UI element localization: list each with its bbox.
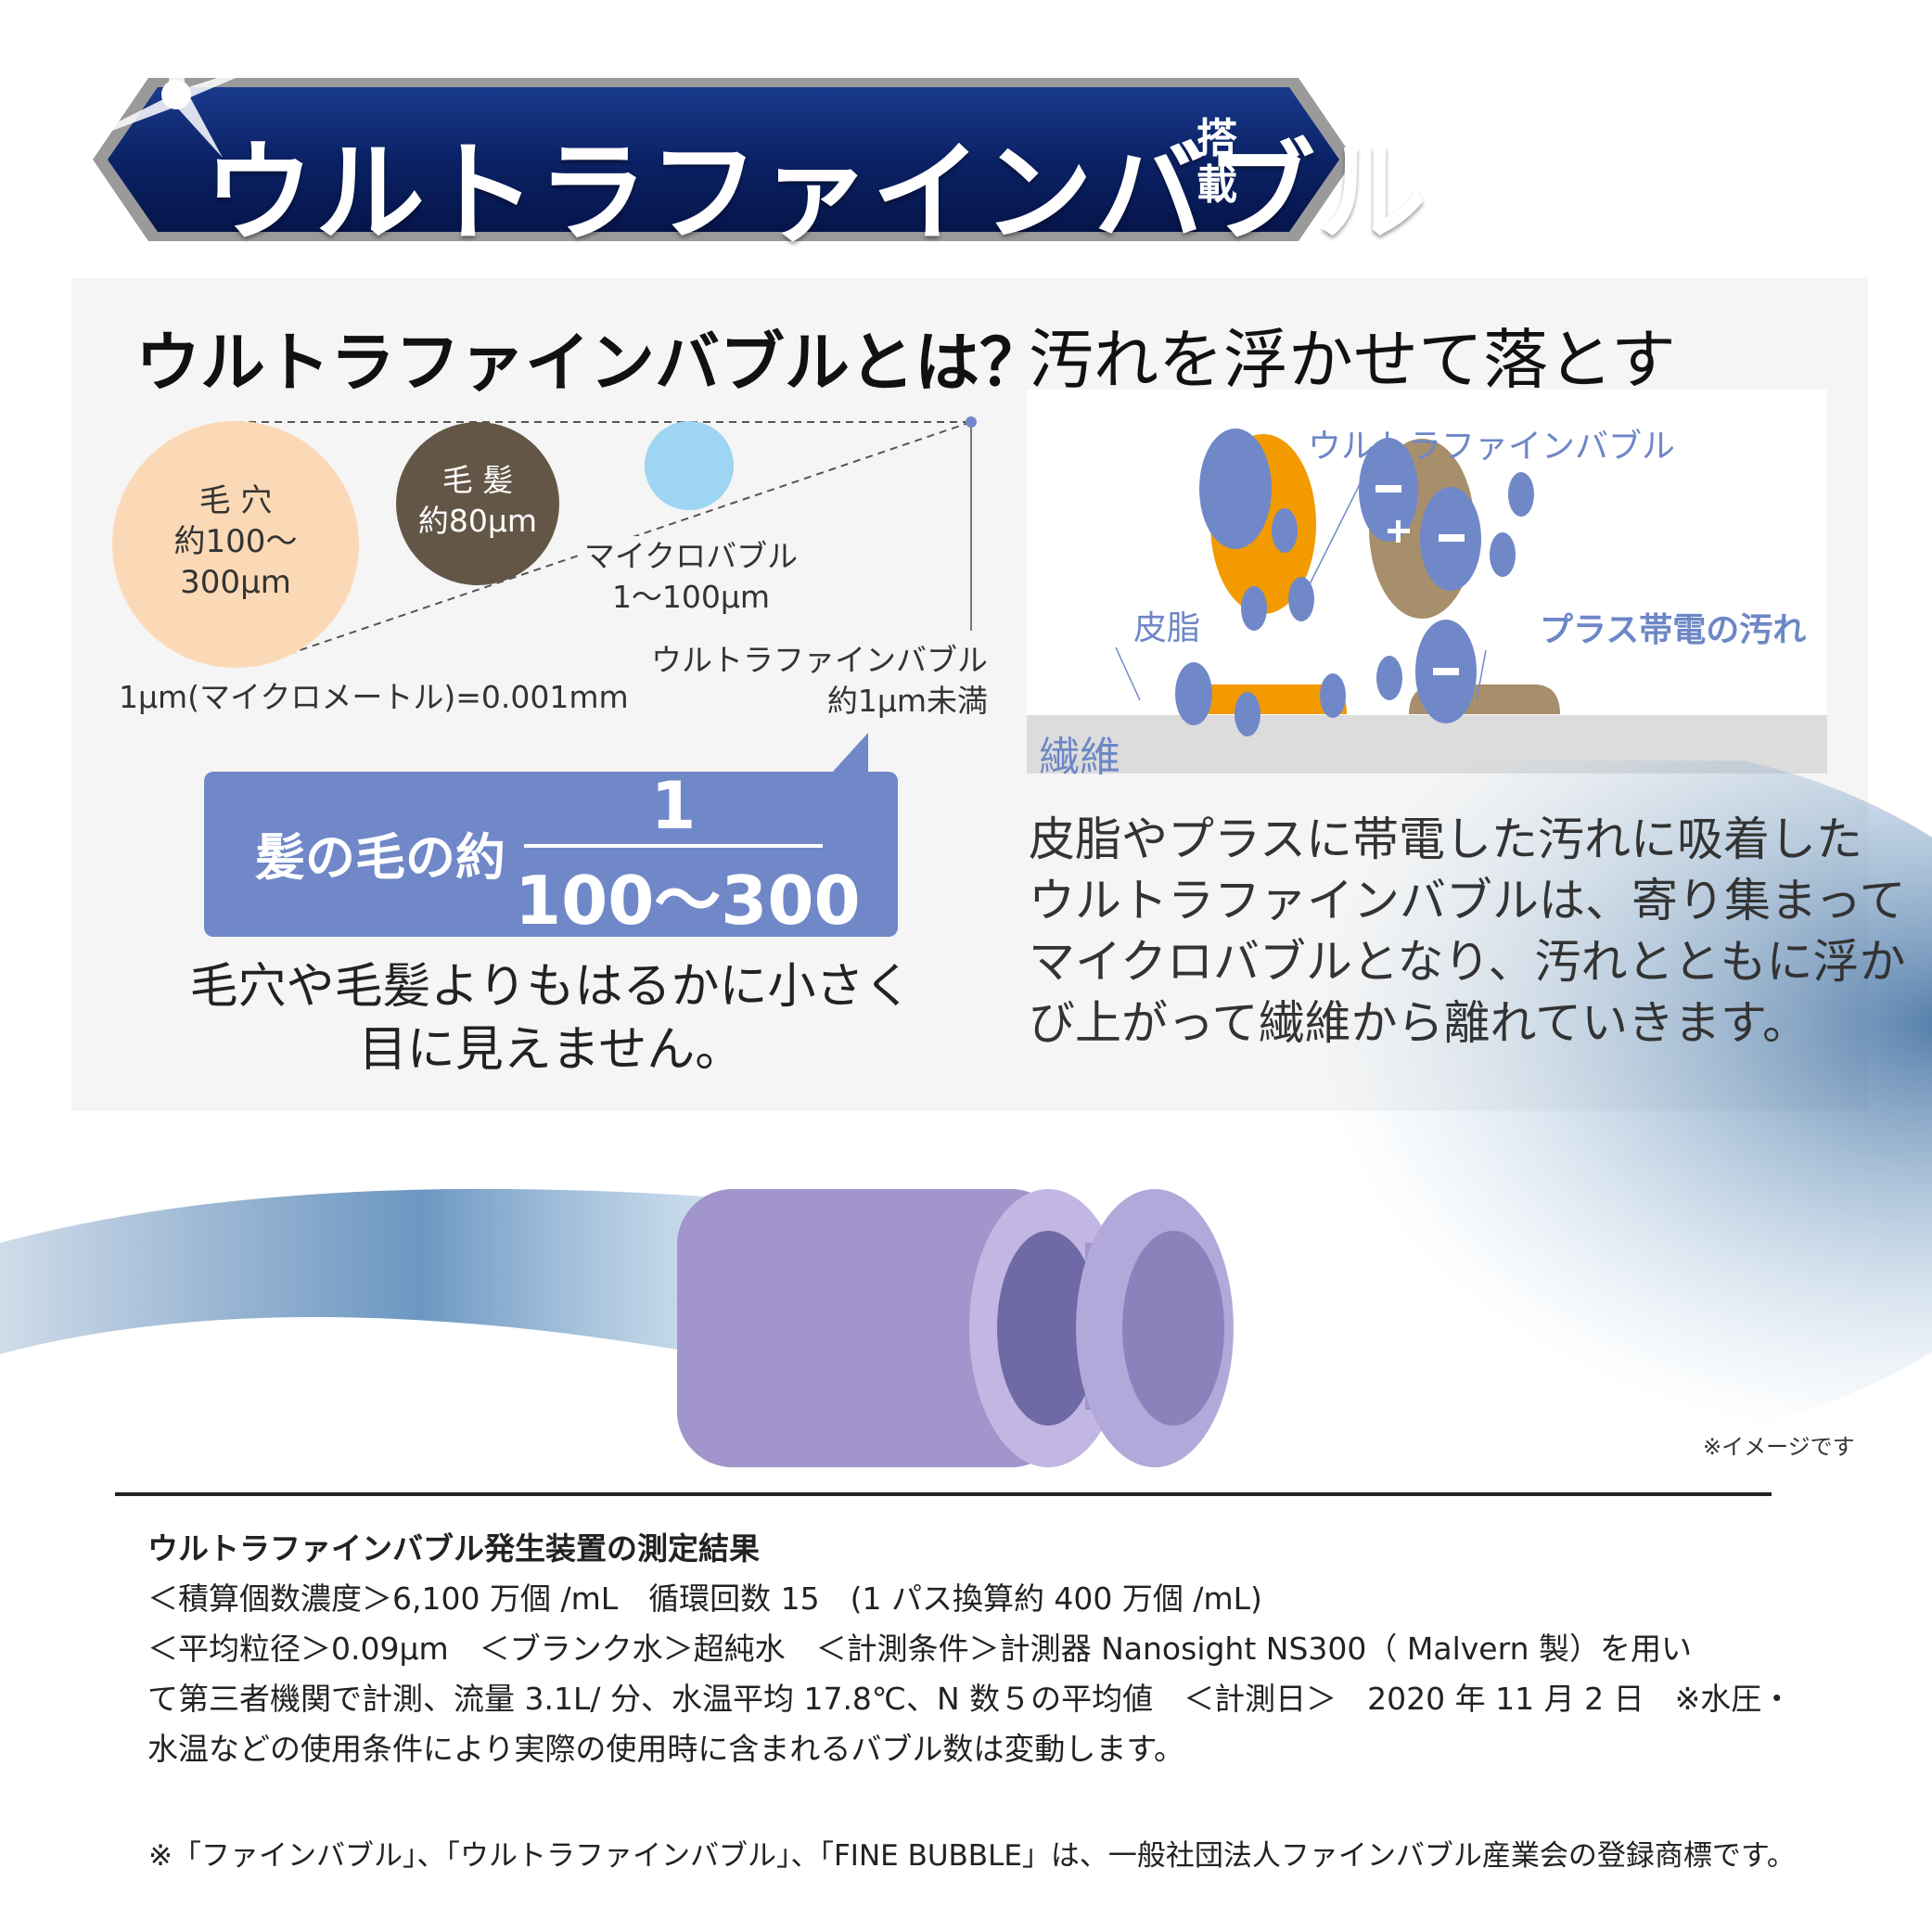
pore-label: 毛 穴約100〜300μm	[173, 482, 298, 601]
explanation-paragraph: 皮脂やプラスに帯電した汚れに吸着したウルトラファインバブルは、寄り集まってマイク…	[1029, 812, 1906, 1050]
ultrafine-bubble-label: ウルトラファインバブル約1μm未満	[651, 642, 988, 719]
diagram-label-plus-dirt: プラス帯電の汚れ	[1540, 611, 1807, 649]
image-note: ※イメージです	[1703, 1434, 1855, 1460]
diagram-label-ufb: ウルトラファインバブル	[1308, 428, 1676, 466]
hair-circle	[396, 422, 559, 585]
size-caption: 毛穴や毛髪よりもはるかに小さく目に見えません。	[189, 959, 913, 1078]
pore-circle	[112, 421, 359, 668]
banner-title: ウルトラファインバブル	[204, 129, 1429, 257]
callout-tail	[831, 733, 868, 774]
bubble-generator-device	[677, 1189, 1234, 1467]
microbubble-circle	[645, 421, 734, 510]
callout-prefix: 髪の毛の約	[255, 828, 505, 887]
bubble	[1272, 508, 1298, 553]
size-callout	[204, 772, 898, 937]
results-body: ＜積算個数濃度＞6,100 万個 /mL 循環回数 15 (1 パス換算約 40…	[147, 1580, 1793, 1767]
bubble	[1199, 429, 1272, 549]
results-heading: ウルトラファインバブル発生装置の測定結果	[147, 1530, 760, 1567]
right-section-title: 汚れを浮かせて落とす	[1029, 322, 1676, 398]
trademark-note: ※「ファインバブル」、「ウルトラファインバブル」、「FINE BUBBLE」は、…	[148, 1839, 1796, 1873]
diagram-label-fiber: 繊維	[1039, 734, 1120, 781]
callout-denominator: 100〜300	[515, 862, 861, 940]
fraction-bar	[524, 844, 823, 848]
banner-badge: 搭載	[1196, 115, 1237, 209]
water-flow-illustration	[0, 761, 1932, 1467]
diagram-label-sebum: 皮脂	[1133, 609, 1201, 647]
callout-numerator: 1	[650, 768, 697, 844]
hair-label: 毛 髪約80μm	[417, 462, 538, 539]
banner-background	[93, 78, 1354, 241]
sparkle-icon	[65, 14, 288, 158]
divider	[115, 1492, 1772, 1496]
unit-note: 1μm(マイクロメートル)=0.001mm	[119, 679, 629, 715]
left-section-title: ウルトラファインバブルとは？	[135, 325, 1044, 401]
